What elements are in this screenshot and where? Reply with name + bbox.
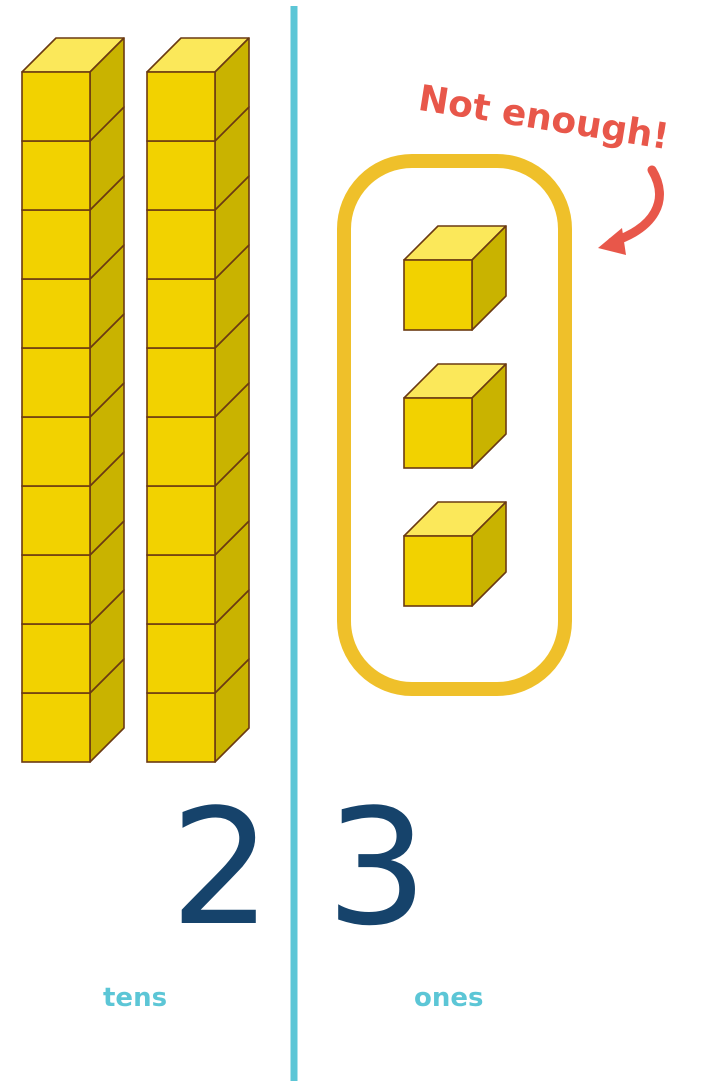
cube-front-face [21, 416, 91, 487]
cube-front-face [146, 71, 216, 142]
curved-arrow-icon [598, 165, 664, 255]
cube-front-face [146, 209, 216, 280]
ones-group-outline [337, 154, 572, 696]
cube-front-face [21, 623, 91, 694]
cube-front-face [21, 140, 91, 211]
rod-unit-cube [21, 37, 125, 142]
cube-front-face [146, 347, 216, 418]
cube-front-face [146, 554, 216, 625]
ones-label: ones [414, 983, 484, 1013]
cube-front-face [146, 692, 216, 763]
cube-front-face [21, 554, 91, 625]
cube-front-face [146, 416, 216, 487]
ones-unit-cube [403, 225, 507, 331]
rod-unit-cube [146, 451, 250, 556]
cube-front-face [21, 692, 91, 763]
cube-front-face [21, 485, 91, 556]
cube-front-face [146, 623, 216, 694]
rod-unit-cube [21, 244, 125, 349]
ones-digit: 3 [326, 774, 428, 961]
cube-front-face [21, 347, 91, 418]
rod-unit-cube [21, 313, 125, 418]
cube-front-face [146, 485, 216, 556]
cube-front-face [21, 209, 91, 280]
rod-unit-cube [146, 520, 250, 625]
ones-unit-cube [403, 501, 507, 607]
rod-unit-cube [146, 589, 250, 694]
rod-unit-cube [146, 37, 250, 142]
tens-rods-group [21, 37, 250, 763]
tens-label: tens [103, 983, 168, 1013]
tens-digit: 2 [170, 774, 272, 961]
tens-rod [146, 37, 250, 763]
ones-cubes-group [403, 225, 507, 607]
cube-front-face [403, 259, 473, 331]
cube-front-face [403, 397, 473, 469]
tens-rod [21, 37, 125, 763]
cube-front-face [146, 278, 216, 349]
cube-front-face [403, 535, 473, 607]
cube-front-face [21, 278, 91, 349]
cube-front-face [21, 71, 91, 142]
ones-unit-cube [403, 363, 507, 469]
cube-front-face [146, 140, 216, 211]
